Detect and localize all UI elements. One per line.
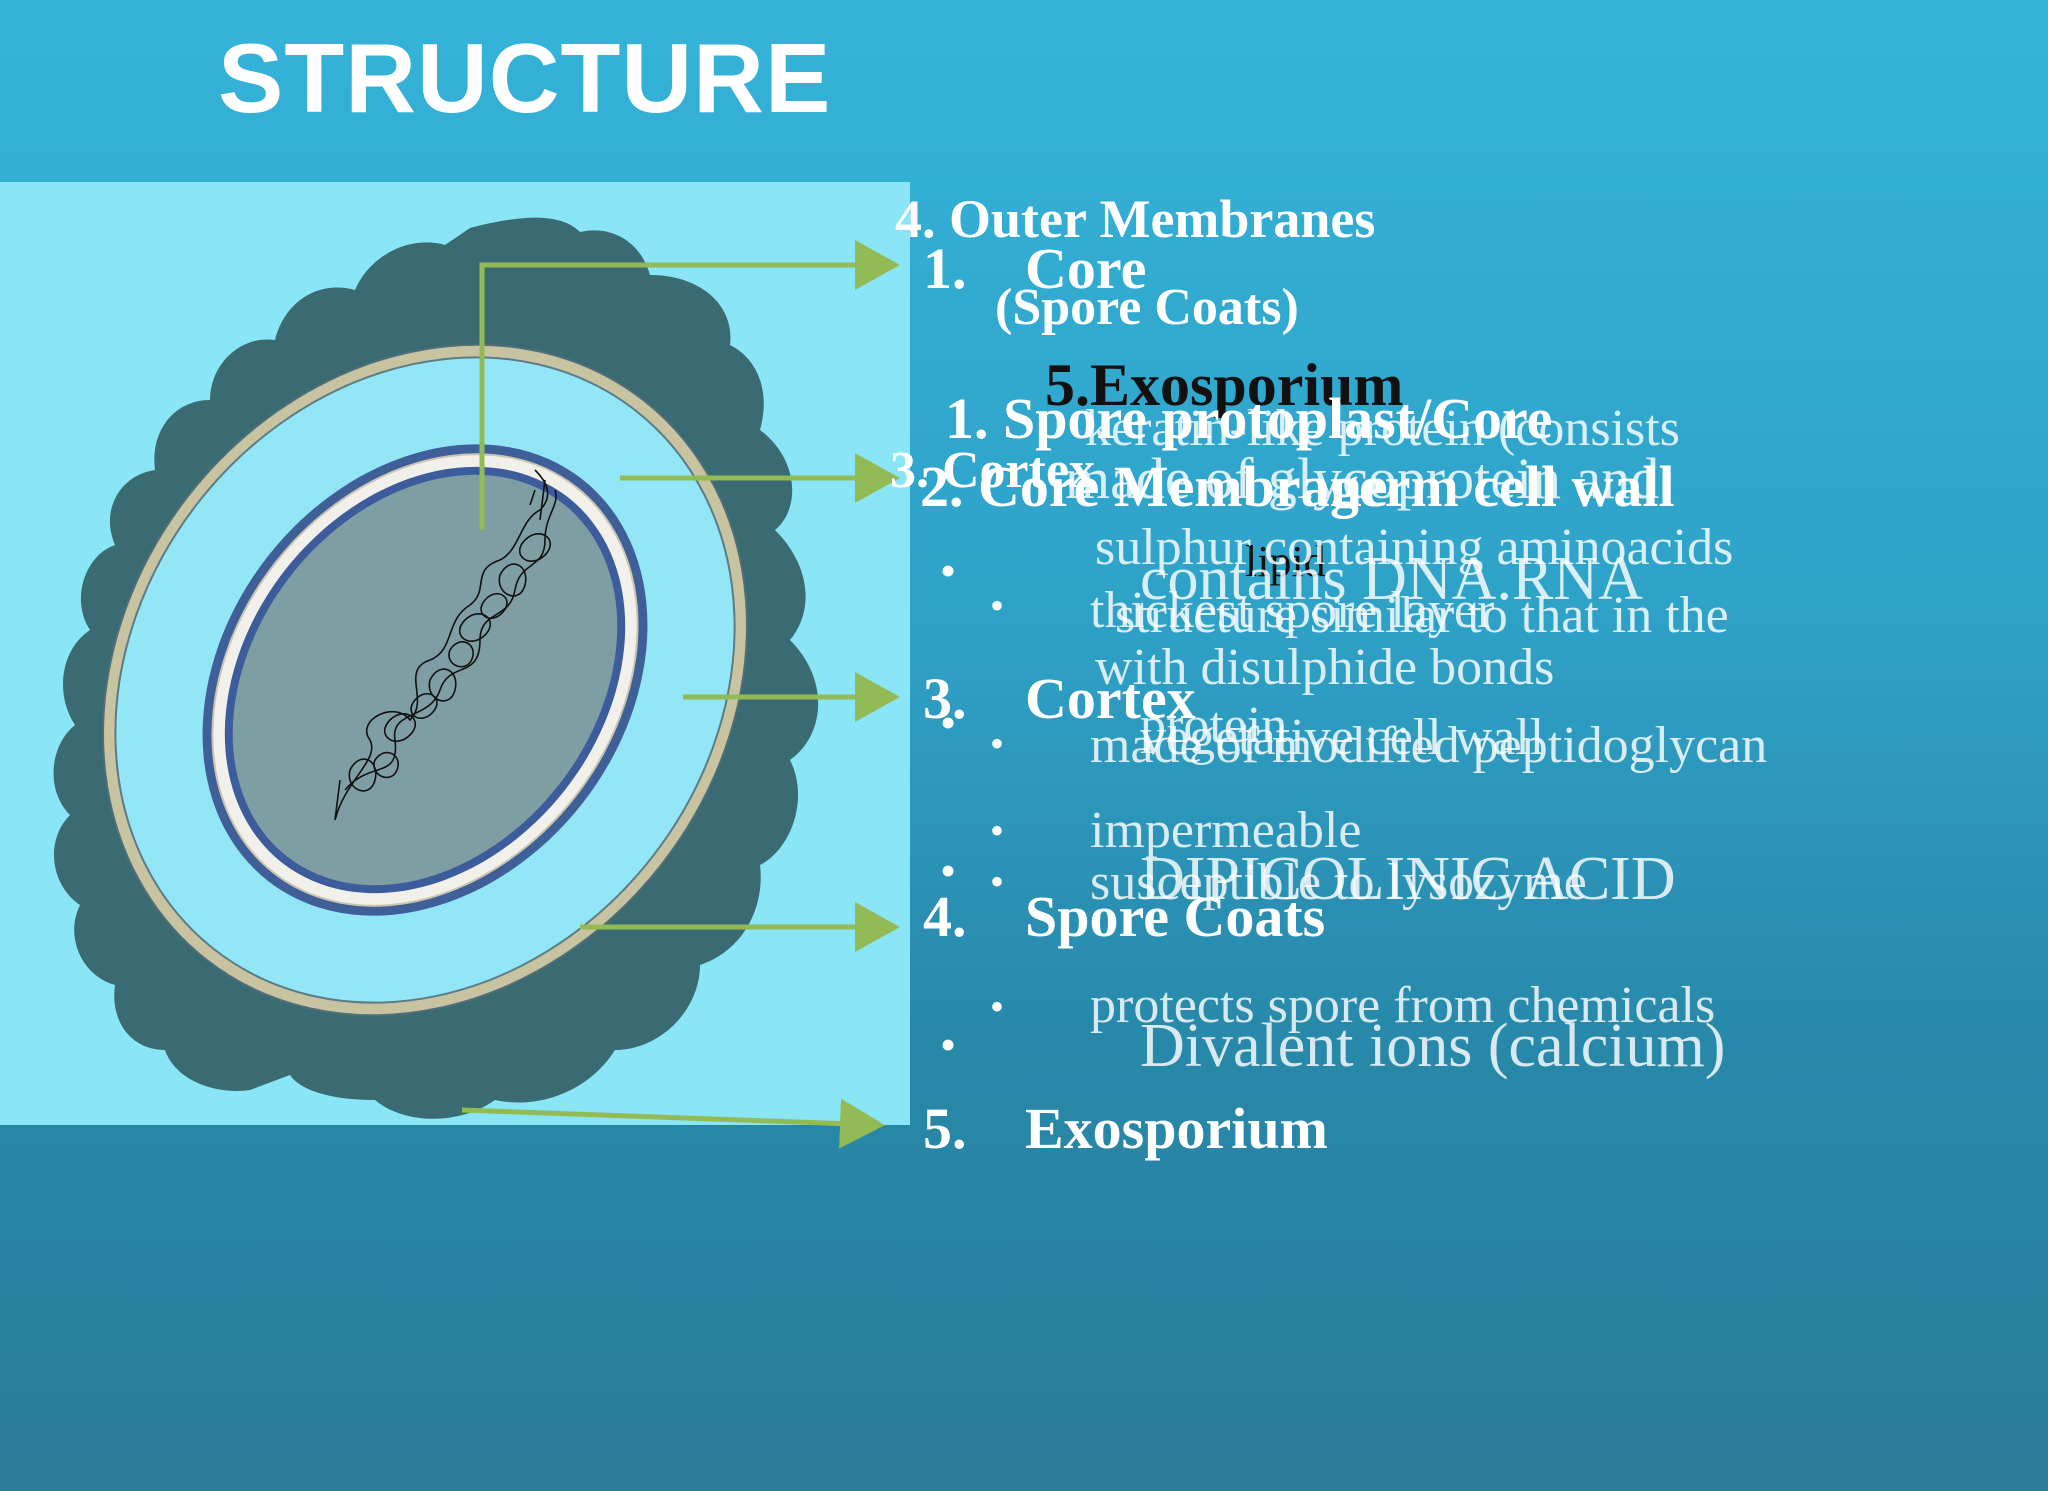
label-spore-coats-number: 4. bbox=[923, 884, 967, 949]
slide-title: STRUCTURE bbox=[218, 23, 832, 133]
disulphide-text: with disulphide bonds bbox=[1095, 639, 1555, 696]
label-cortex: Cortex bbox=[1025, 666, 1196, 731]
bullet-4: • bbox=[990, 721, 1005, 766]
protects-text: protects spore from chemicals bbox=[1090, 977, 1716, 1034]
label-cortex-number: 3. bbox=[923, 666, 967, 731]
label-exosporium: Exosporium bbox=[1025, 1096, 1328, 1161]
outer-membranes-heading: 4. Outer Membranes bbox=[895, 189, 1376, 249]
dna-strand bbox=[334, 469, 557, 821]
bullet-9: • bbox=[940, 1019, 957, 1070]
dipicolinic-text: DIPICOLINIC ACID bbox=[1140, 845, 1676, 913]
exosporium-heading: 5.Exosporium bbox=[1045, 352, 1404, 418]
vegetative-text: vegetative cell wall bbox=[1140, 709, 1545, 766]
label-core: Core bbox=[1025, 236, 1147, 301]
lipid-text: lipid bbox=[1245, 537, 1326, 586]
germ-cell-wall-text: germ cell wall bbox=[1330, 454, 1675, 519]
arrow-exosporium bbox=[461, 1098, 885, 1149]
label-core-number: 1. bbox=[923, 236, 967, 301]
spore-protoplast-heading: 1. Spore protoplast/Core bbox=[945, 386, 1553, 451]
protein-text: protein bbox=[1140, 697, 1288, 754]
cortex-small-heading: 3. Cortex bbox=[890, 442, 1096, 499]
susceptible-text: susceptible to lysozyme bbox=[1090, 854, 1587, 911]
impermeable-text: impermeable bbox=[1090, 802, 1362, 859]
contains-dna-text: contains DNA.RNA bbox=[1140, 545, 1643, 613]
structure-similar-text: structure similar to that in the bbox=[1115, 587, 1729, 644]
glycoprotein-text: made of glycoprotein and bbox=[1065, 446, 1660, 511]
bullet-6: • bbox=[940, 845, 957, 896]
label-arrows bbox=[461, 240, 900, 1149]
keratin-text: keratin-like protein (consists bbox=[1085, 400, 1680, 457]
label-exosporium-number: 5. bbox=[923, 1096, 967, 1161]
thickest-text: thickest spore layer bbox=[1090, 582, 1495, 639]
modified-peptidoglycan-text: made of modified peptidoglycan bbox=[1090, 717, 1768, 774]
core-membrane-heading: 2. Core Membrane bbox=[920, 454, 1388, 519]
bullet-1: • bbox=[940, 545, 957, 596]
bullet-8: • bbox=[990, 984, 1005, 1029]
bullet-3: • bbox=[940, 697, 957, 748]
bullet-7: • bbox=[990, 859, 1005, 904]
arrow-core bbox=[479, 240, 900, 530]
bullet-2: • bbox=[990, 583, 1005, 628]
bullet-5: • bbox=[990, 808, 1005, 853]
divalent-text: Divalent ions (calcium) bbox=[1140, 1012, 1726, 1080]
core bbox=[232, 474, 618, 886]
spore-coats-paren: (Spore Coats) bbox=[995, 279, 1299, 336]
label-spore-coats: Spore Coats bbox=[1025, 884, 1326, 949]
sulphur-text: sulphur containing aminoacids bbox=[1095, 519, 1734, 576]
